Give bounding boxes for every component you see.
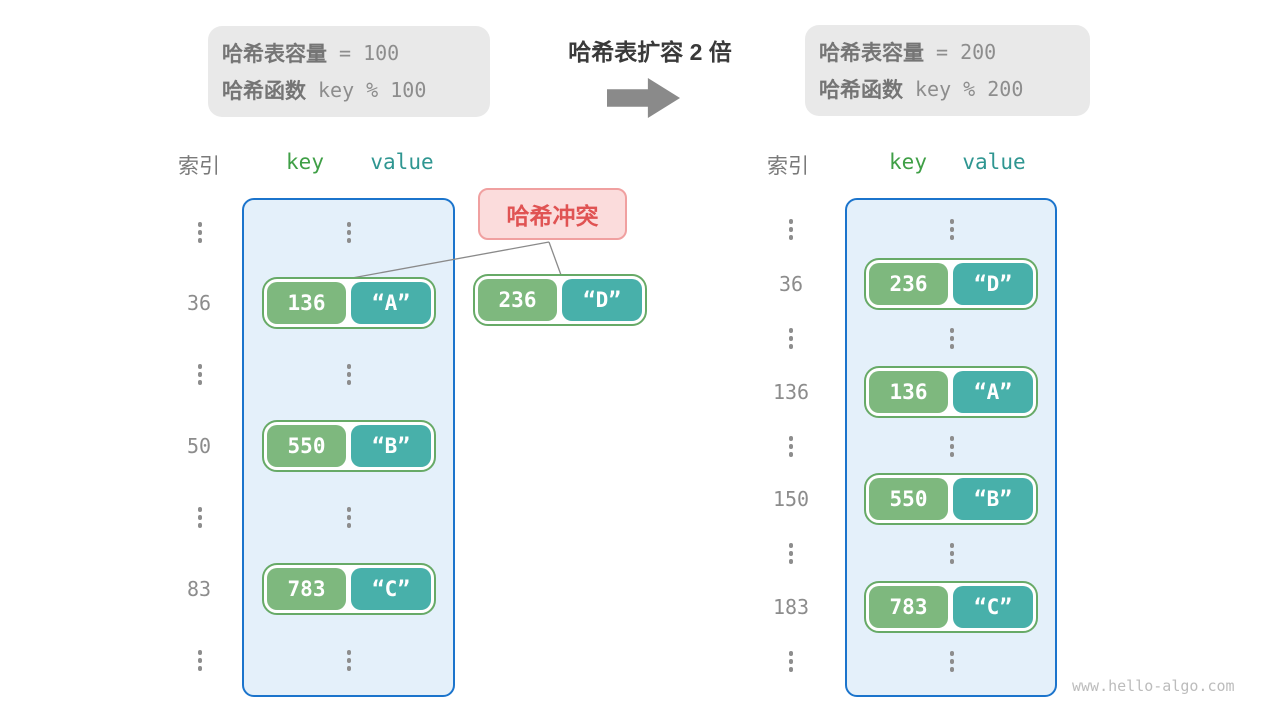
ellipsis-icon bbox=[346, 507, 352, 528]
value-cell: “A” bbox=[953, 371, 1033, 413]
index-label: 50 bbox=[186, 434, 212, 458]
capacity-value: = 200 bbox=[936, 40, 997, 64]
kv-pair: 136 “A” bbox=[864, 366, 1038, 418]
ellipsis-icon bbox=[197, 650, 203, 671]
kv-pair: 783 “C” bbox=[864, 581, 1038, 633]
kv-pair: 550 “B” bbox=[262, 420, 436, 472]
expand-title: 哈希表扩容 2 倍 bbox=[568, 39, 732, 65]
value-column-header: value bbox=[370, 150, 434, 174]
key-cell: 550 bbox=[869, 478, 948, 520]
ellipsis-icon bbox=[197, 507, 203, 528]
index-label: 136 bbox=[772, 380, 810, 404]
watermark: www.hello-algo.com bbox=[1072, 677, 1235, 695]
capacity-line: 哈希表容量 = 100 bbox=[222, 38, 476, 68]
capacity-box-after: 哈希表容量 = 200 哈希函数 key % 200 bbox=[805, 25, 1090, 116]
ellipsis-icon bbox=[949, 651, 955, 672]
ellipsis-icon bbox=[346, 364, 352, 385]
index-label: 183 bbox=[772, 595, 810, 619]
key-cell: 236 bbox=[869, 263, 948, 305]
ellipsis-icon bbox=[788, 651, 794, 672]
ellipsis-icon bbox=[346, 222, 352, 243]
key-cell: 783 bbox=[869, 586, 948, 628]
key-column-header: key bbox=[889, 150, 927, 174]
ellipsis-icon bbox=[788, 219, 794, 240]
ellipsis-icon bbox=[346, 650, 352, 671]
key-cell: 550 bbox=[267, 425, 346, 467]
kv-pair: 550 “B” bbox=[864, 473, 1038, 525]
ellipsis-icon bbox=[949, 219, 955, 240]
index-label: 36 bbox=[186, 291, 212, 315]
hash-function-label: 哈希函数 bbox=[819, 79, 903, 102]
ellipsis-icon bbox=[788, 436, 794, 457]
ellipsis-icon bbox=[197, 222, 203, 243]
key-cell: 136 bbox=[267, 282, 346, 324]
index-label: 150 bbox=[772, 487, 810, 511]
hash-function-line: 哈希函数 key % 100 bbox=[222, 75, 476, 105]
value-cell: “C” bbox=[953, 586, 1033, 628]
key-column-header: key bbox=[286, 150, 324, 174]
hash-collision-label: 哈希冲突 bbox=[478, 188, 627, 240]
index-label: 36 bbox=[778, 272, 804, 296]
index-label: 83 bbox=[186, 577, 212, 601]
ellipsis-icon bbox=[788, 543, 794, 564]
value-cell: “B” bbox=[351, 425, 431, 467]
kv-pair: 136 “A” bbox=[262, 277, 436, 329]
capacity-label: 哈希表容量 bbox=[222, 43, 327, 66]
value-cell: “C” bbox=[351, 568, 431, 610]
hash-function-value: key % 200 bbox=[915, 77, 1024, 101]
hash-function-value: key % 100 bbox=[318, 78, 427, 102]
value-cell: “D” bbox=[562, 279, 642, 321]
ellipsis-icon bbox=[197, 364, 203, 385]
capacity-line: 哈希表容量 = 200 bbox=[819, 37, 1076, 67]
ellipsis-icon bbox=[788, 328, 794, 349]
capacity-value: = 100 bbox=[339, 41, 400, 65]
key-cell: 236 bbox=[478, 279, 557, 321]
ellipsis-icon bbox=[949, 436, 955, 457]
capacity-label: 哈希表容量 bbox=[819, 42, 924, 65]
key-cell: 783 bbox=[267, 568, 346, 610]
value-cell: “A” bbox=[351, 282, 431, 324]
arrow-right-icon bbox=[607, 78, 680, 118]
hash-function-line: 哈希函数 key % 200 bbox=[819, 74, 1076, 104]
kv-pair-collision: 236 “D” bbox=[473, 274, 647, 326]
kv-pair: 783 “C” bbox=[262, 563, 436, 615]
capacity-box-before: 哈希表容量 = 100 哈希函数 key % 100 bbox=[208, 26, 490, 117]
key-cell: 136 bbox=[869, 371, 948, 413]
value-cell: “B” bbox=[953, 478, 1033, 520]
ellipsis-icon bbox=[949, 328, 955, 349]
ellipsis-icon bbox=[949, 543, 955, 564]
value-cell: “D” bbox=[953, 263, 1033, 305]
hash-function-label: 哈希函数 bbox=[222, 80, 306, 103]
index-column-header: 索引 bbox=[767, 155, 809, 178]
index-column-header: 索引 bbox=[178, 155, 220, 178]
kv-pair: 236 “D” bbox=[864, 258, 1038, 310]
value-column-header: value bbox=[962, 150, 1026, 174]
